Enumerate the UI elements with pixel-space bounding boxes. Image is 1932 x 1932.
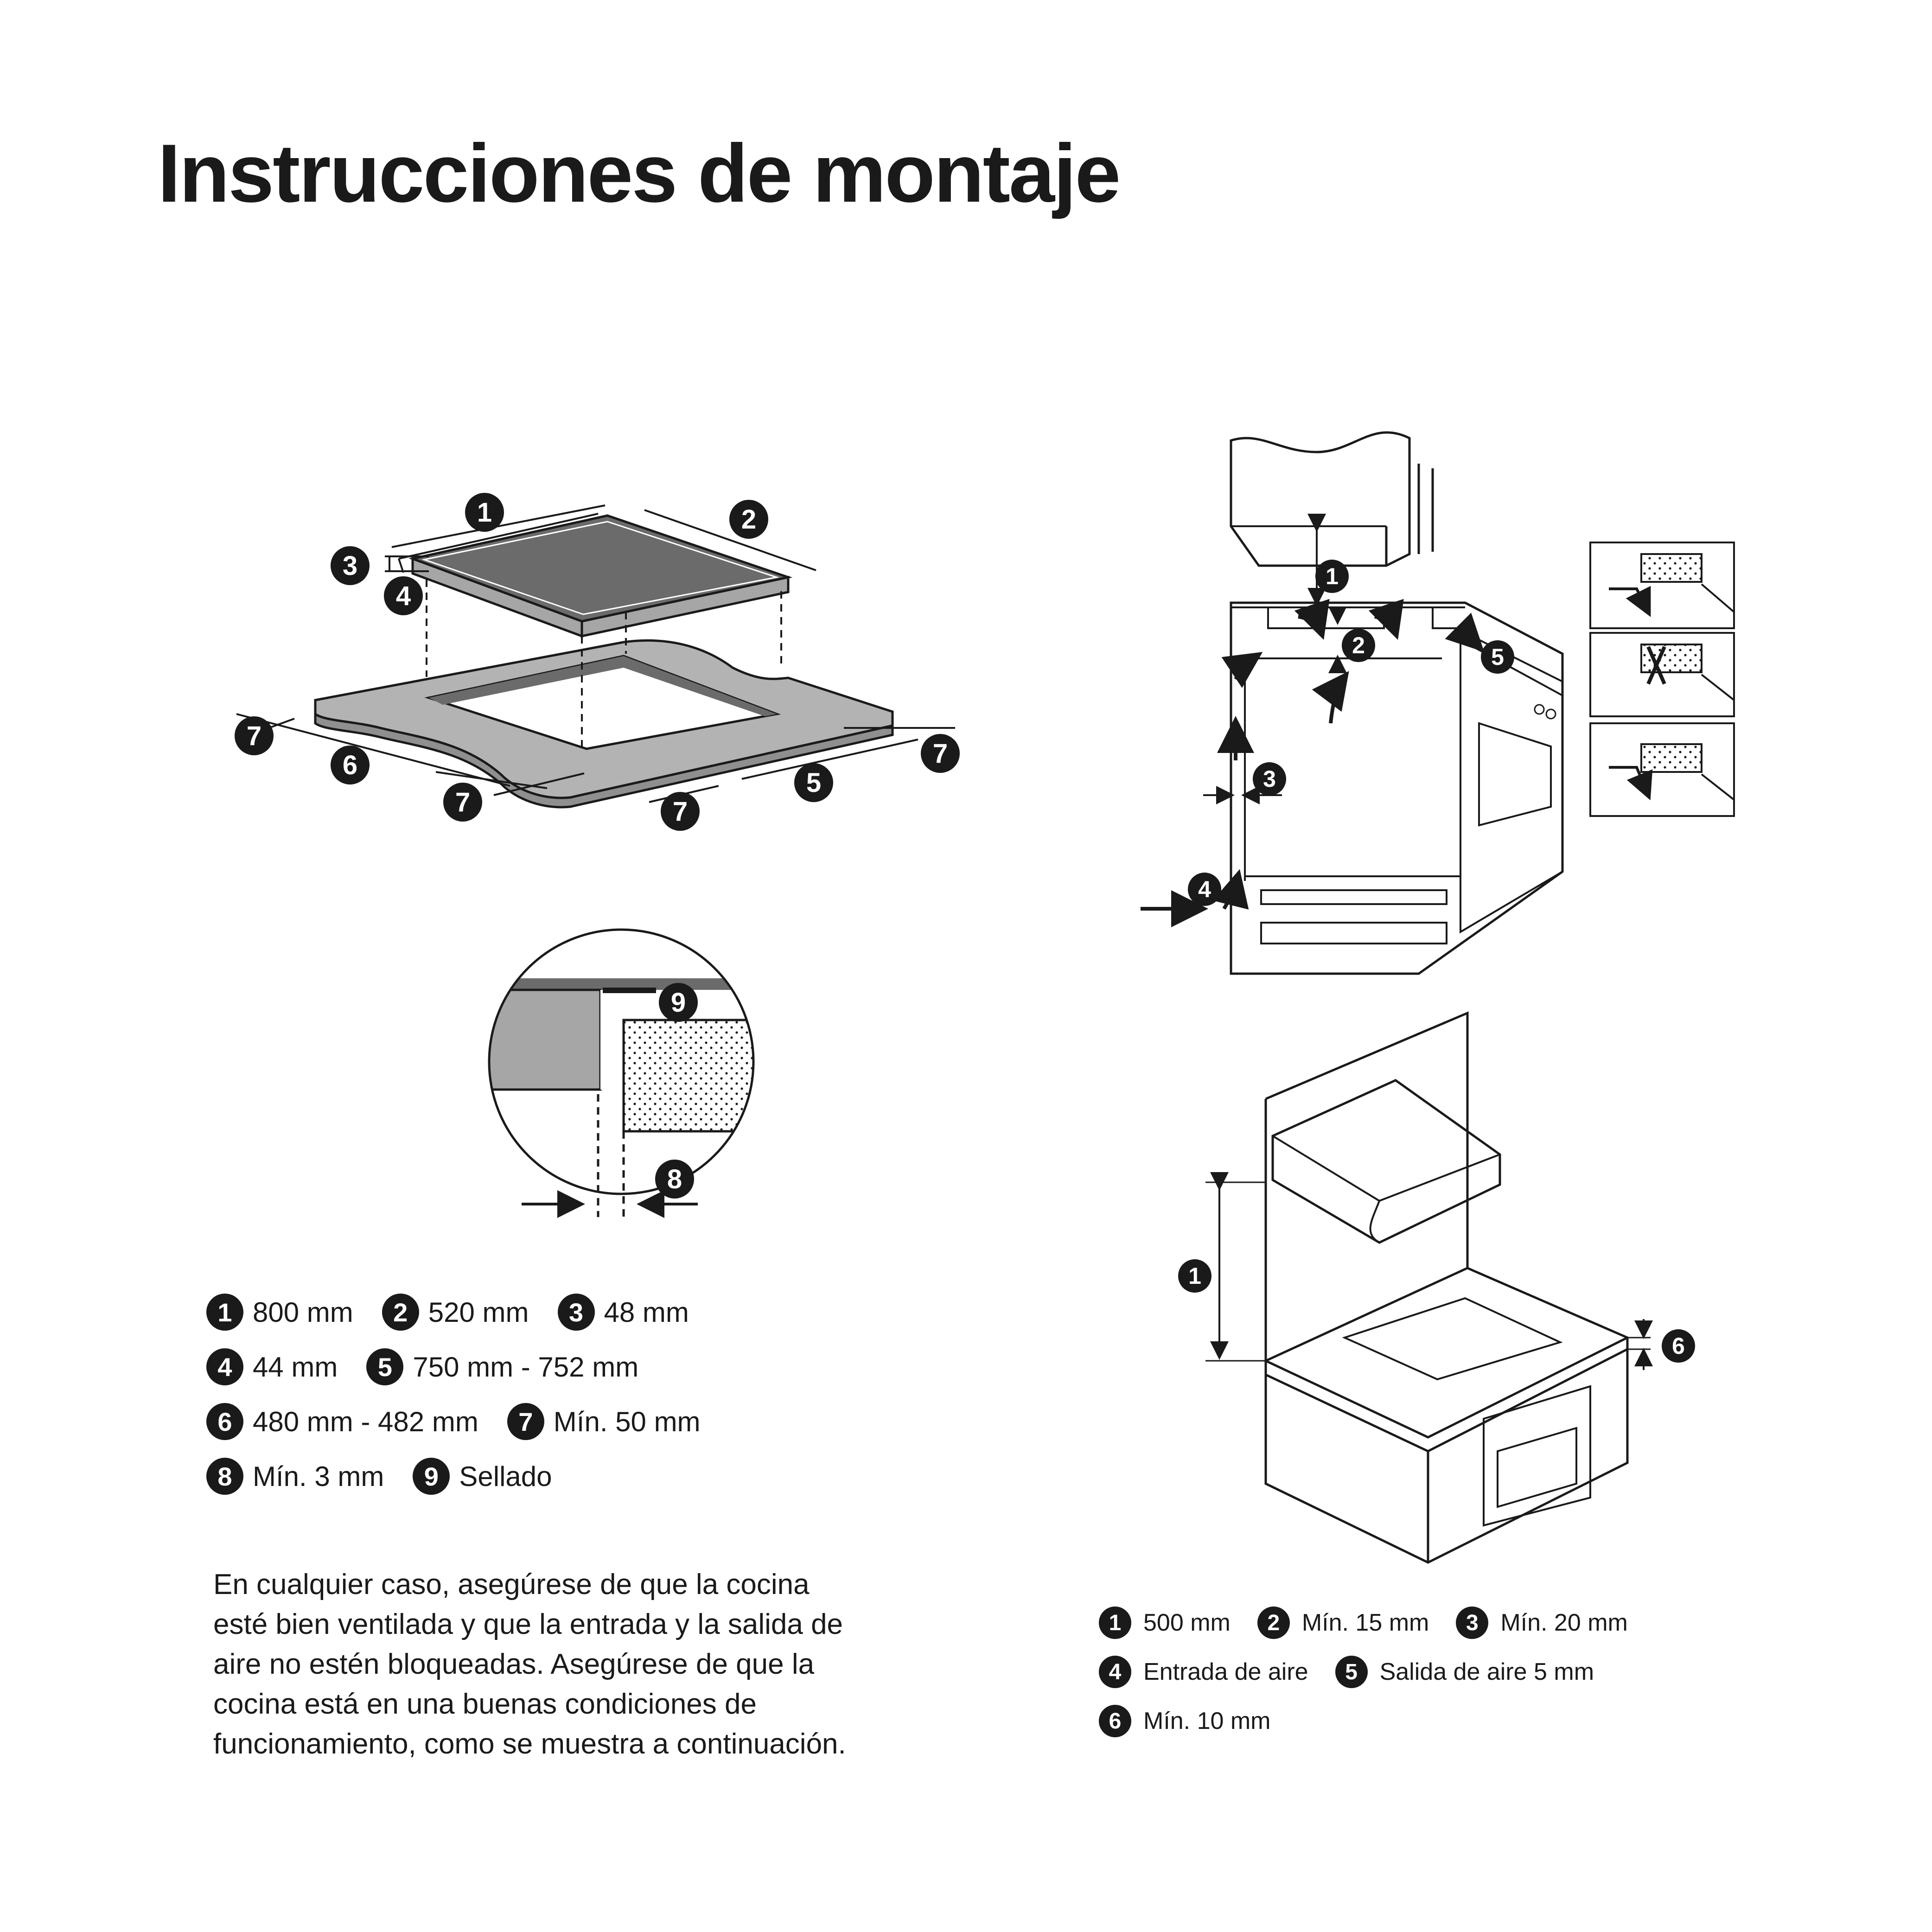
svg-text:4: 4: [396, 581, 411, 611]
ventilation-note: En cualquier caso, asegúrese de que la c…: [213, 1569, 846, 1760]
svg-text:1: 1: [1188, 1263, 1201, 1289]
callout-detail-9: 9: [659, 983, 698, 1022]
callout-hob-1: 1: [465, 493, 504, 532]
svg-text:7: 7: [673, 797, 688, 827]
callout-hob-7c: 7: [661, 792, 700, 831]
seal-gap-detail: [488, 928, 755, 1218]
number-badge: 1: [206, 1294, 243, 1331]
ventilation-diagram: [1141, 431, 1735, 975]
svg-text:9: 9: [671, 988, 686, 1018]
callout-vent-3: 3: [1253, 762, 1286, 796]
number-badge: 4: [206, 1348, 243, 1385]
svg-text:5: 5: [806, 768, 821, 798]
svg-text:8: 8: [667, 1164, 682, 1194]
cabinet-top: [1263, 1267, 1630, 1439]
callout-hood-1: 1: [1178, 1259, 1211, 1293]
callout-hood-6: 6: [1662, 1329, 1695, 1363]
number-badge: 7: [507, 1403, 544, 1440]
page-title: Instrucciones de montaje: [158, 127, 1121, 219]
callout-vent-5: 5: [1481, 640, 1514, 674]
svg-text:3: 3: [343, 551, 357, 581]
number-badge: 8: [206, 1458, 243, 1495]
hood-height-diagram: [1205, 1011, 1653, 1564]
svg-text:2: 2: [1352, 632, 1365, 658]
number-badge: 9: [413, 1458, 450, 1495]
callout-hob-5: 5: [794, 763, 833, 802]
callout-vent-2: 2: [1342, 629, 1375, 662]
callout-vent-1: 1: [1315, 560, 1349, 593]
number-badge: 5: [366, 1348, 404, 1385]
svg-text:2: 2: [741, 504, 756, 535]
callout-hob-3: 3: [331, 546, 370, 585]
number-badge: 6: [1099, 1705, 1131, 1737]
callout-hob-7a: 7: [235, 716, 274, 755]
svg-text:6: 6: [1672, 1333, 1685, 1359]
hood-box: [1271, 1079, 1501, 1244]
number-badge: 5: [1335, 1656, 1368, 1688]
number-badge: 4: [1099, 1656, 1131, 1688]
range-hood: [1230, 431, 1411, 567]
svg-text:7: 7: [455, 787, 470, 817]
callout-hob-7d: 7: [921, 734, 960, 773]
hob-cutout-diagram: [236, 504, 955, 809]
svg-text:3: 3: [1263, 766, 1276, 792]
svg-text:1: 1: [477, 497, 492, 528]
svg-text:5: 5: [1491, 644, 1504, 670]
callout-hob-7b: 7: [443, 783, 482, 822]
number-badge: 2: [382, 1294, 419, 1331]
back-wall: [1265, 1011, 1469, 1268]
svg-text:7: 7: [247, 721, 261, 751]
callout-vent-4: 4: [1188, 873, 1221, 906]
number-badge: 3: [557, 1294, 595, 1331]
number-badge: 6: [206, 1403, 243, 1440]
callout-hob-2: 2: [729, 500, 768, 539]
svg-text:7: 7: [933, 739, 948, 769]
figure-callouts: 1 2 3 4 7 6 7 7 5 7 9 8 1 2 5 3 4 1 6: [235, 493, 1695, 1363]
number-badge: 2: [1257, 1607, 1290, 1639]
number-badge: 1: [1099, 1607, 1131, 1639]
svg-text:4: 4: [1198, 876, 1211, 902]
number-badge: 3: [1456, 1607, 1489, 1639]
svg-text:1: 1: [1326, 563, 1339, 589]
svg-text:6: 6: [343, 750, 357, 780]
callout-hob-4: 4: [384, 576, 423, 615]
callout-detail-8: 8: [655, 1160, 694, 1199]
callout-hob-6: 6: [331, 746, 370, 784]
